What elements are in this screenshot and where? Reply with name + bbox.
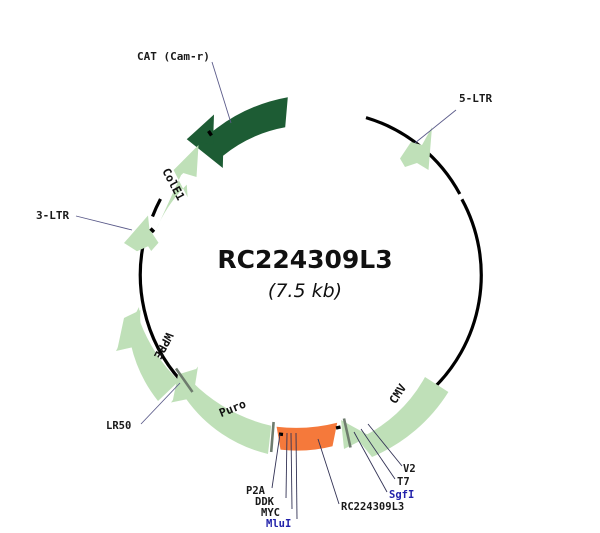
- leader-p2a: [271, 433, 281, 489]
- leader-lr50: [140, 382, 181, 425]
- site-label-p2a: P2A: [246, 485, 266, 497]
- site-labels-group: LR50 P2A DDK MYC MluI RC224309L3 SgfI T7…: [106, 420, 416, 530]
- leader-mlui: [295, 432, 298, 520]
- site-label-lr50: LR50: [106, 420, 131, 432]
- leader-5ltr: [414, 109, 457, 144]
- tick-mark-insert-end: [335, 425, 341, 430]
- leader-myc: [290, 432, 293, 510]
- leader-rc224309l3: [317, 438, 340, 505]
- label-wpre: WPRE: [151, 330, 176, 361]
- site-label-ddk: DDK: [255, 496, 275, 508]
- plasmid-size: (7.5 kb): [268, 280, 342, 302]
- label-5-ltr: 5-LTR: [459, 92, 492, 105]
- external-labels-group: CAT (Cam-r) 5-LTR 3-LTR: [36, 50, 492, 222]
- leader-3ltr: [75, 215, 133, 231]
- leader-t7: [360, 428, 396, 480]
- feature-cat-cam-r[interactable]: [186, 97, 288, 168]
- site-label-sgfi: SgfI: [389, 489, 414, 501]
- feature-3-ltr[interactable]: [124, 215, 159, 252]
- plasmid-name: RC224309L3: [217, 245, 392, 274]
- leader-cat: [211, 61, 232, 124]
- leader-lines-group: [75, 61, 457, 520]
- tick-mark-wpre-puro: [174, 367, 194, 393]
- leader-v2: [367, 423, 403, 467]
- backbone-arc-right: [427, 198, 483, 394]
- tick-mark-insert-cmv: [342, 418, 352, 448]
- leader-sgfi: [353, 431, 388, 493]
- tick-mark-puro-insert: [269, 421, 275, 453]
- label-cat-cam-r: CAT (Cam-r): [137, 50, 210, 63]
- site-label-myc: MYC: [261, 507, 280, 519]
- feature-puro-arrowhead: [171, 366, 198, 403]
- feature-wpre-arrowhead: [116, 307, 143, 351]
- site-label-v2: V2: [403, 463, 416, 475]
- site-label-t7: T7: [397, 476, 410, 488]
- site-label-rc224309l3: RC224309L3: [341, 501, 404, 513]
- tick-mark-cole1-3ltr: [149, 227, 156, 234]
- feature-cole1-arrowhead: [173, 145, 199, 177]
- label-cmv: CMV: [386, 381, 409, 406]
- feature-insert-orange[interactable]: [276, 422, 338, 451]
- leader-ddk: [285, 432, 288, 499]
- site-label-mlui: MluI: [266, 518, 291, 530]
- center-title-group: RC224309L3 (7.5 kb): [217, 245, 392, 302]
- label-3-ltr: 3-LTR: [36, 209, 69, 222]
- feature-puro[interactable]: [172, 369, 272, 454]
- tick-mark-cole1-cat: [207, 130, 213, 137]
- feature-5-ltr[interactable]: [400, 127, 432, 170]
- feature-cat-arrowhead: [186, 114, 214, 145]
- backbone-arc-left: [151, 198, 162, 218]
- feature-cmv[interactable]: [343, 377, 449, 457]
